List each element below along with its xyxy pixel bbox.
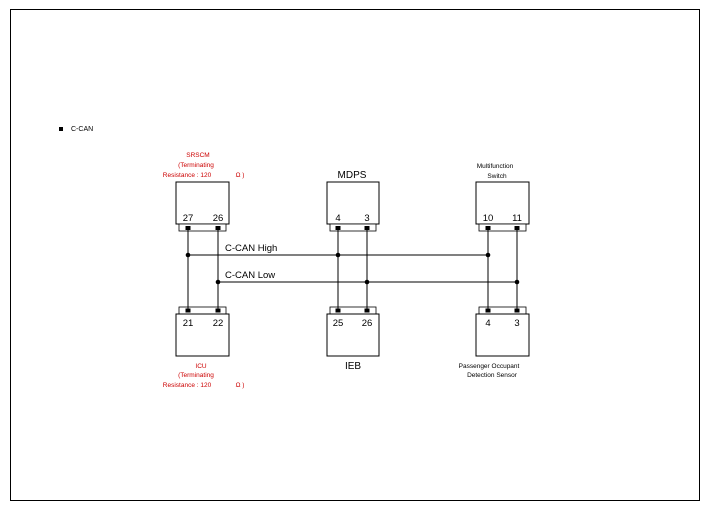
icu-note-omega: Ω ) <box>236 382 245 389</box>
pin-terminals <box>185 226 520 313</box>
terminal <box>335 308 341 313</box>
junctions <box>185 252 520 285</box>
mfs-pin-10: 10 <box>483 213 494 224</box>
terminal <box>185 226 191 230</box>
junction-dot <box>335 252 341 258</box>
icu-note-line1: (Terminating <box>178 372 214 379</box>
srscm-note-line1: (Terminating <box>178 162 214 169</box>
terminal <box>514 308 520 313</box>
junction-dot <box>215 279 221 285</box>
pods-pin-4: 4 <box>485 318 490 329</box>
srscm-note-line2: Resistance : 120 <box>163 172 212 179</box>
srscm-pin-27: 27 <box>183 213 194 224</box>
section-bullet <box>59 127 63 131</box>
diagram-frame <box>10 9 700 501</box>
mfs-pin-11: 11 <box>512 213 522 224</box>
ieb-label: IEB <box>345 361 361 372</box>
ieb-box <box>326 313 380 357</box>
srscm-note-omega: Ω ) <box>236 172 245 179</box>
mfs-label-line2: Switch <box>487 173 507 180</box>
terminal <box>485 308 491 313</box>
pods-label-line1: Passenger Occupant <box>459 363 520 370</box>
terminal <box>185 308 191 313</box>
icu-pin-21: 21 <box>183 318 194 329</box>
pods-box <box>475 313 530 357</box>
junction-dot <box>485 252 491 258</box>
ieb-pin-26: 26 <box>362 318 373 329</box>
pods-label-line2: Detection Sensor <box>467 372 518 379</box>
module-multifunction-switch: 10 11 <box>475 181 530 232</box>
mfs-label-line1: Multifunction <box>477 163 514 170</box>
terminal <box>514 226 520 230</box>
mdps-label: MDPS <box>338 170 367 181</box>
module-ieb: 25 26 <box>326 306 380 357</box>
can-low-label: C-CAN Low <box>225 270 275 281</box>
junction-dot <box>185 252 191 258</box>
srscm-connector <box>178 223 227 232</box>
mdps-pin-3: 3 <box>364 213 369 224</box>
terminal <box>364 308 370 313</box>
mfs-connector <box>478 223 527 232</box>
module-icu: 21 22 <box>175 306 230 357</box>
terminal <box>364 226 370 230</box>
section-title: C-CAN <box>71 126 93 133</box>
junction-dot <box>364 279 370 285</box>
srscm-pin-26: 26 <box>213 213 224 224</box>
icu-note-line2: Resistance : 120 <box>163 382 212 389</box>
terminal <box>215 308 221 313</box>
mdps-pin-4: 4 <box>335 213 340 224</box>
srscm-label: SRSCM <box>186 152 209 159</box>
icu-pin-22: 22 <box>213 318 224 329</box>
module-passenger-occupant-sensor: 4 3 <box>475 306 530 357</box>
can-high-label: C-CAN High <box>225 243 277 254</box>
ieb-pin-25: 25 <box>333 318 344 329</box>
mdps-box <box>326 181 380 225</box>
mdps-connector <box>329 223 377 232</box>
pods-pin-3: 3 <box>514 318 519 329</box>
module-mdps: 4 3 <box>326 181 380 232</box>
terminal <box>215 226 221 230</box>
icu-label: ICU <box>195 363 207 370</box>
icu-box <box>175 313 230 357</box>
junction-dot <box>514 279 520 285</box>
terminal <box>485 226 491 230</box>
module-srscm: 27 26 <box>175 181 230 232</box>
terminal <box>335 226 341 230</box>
